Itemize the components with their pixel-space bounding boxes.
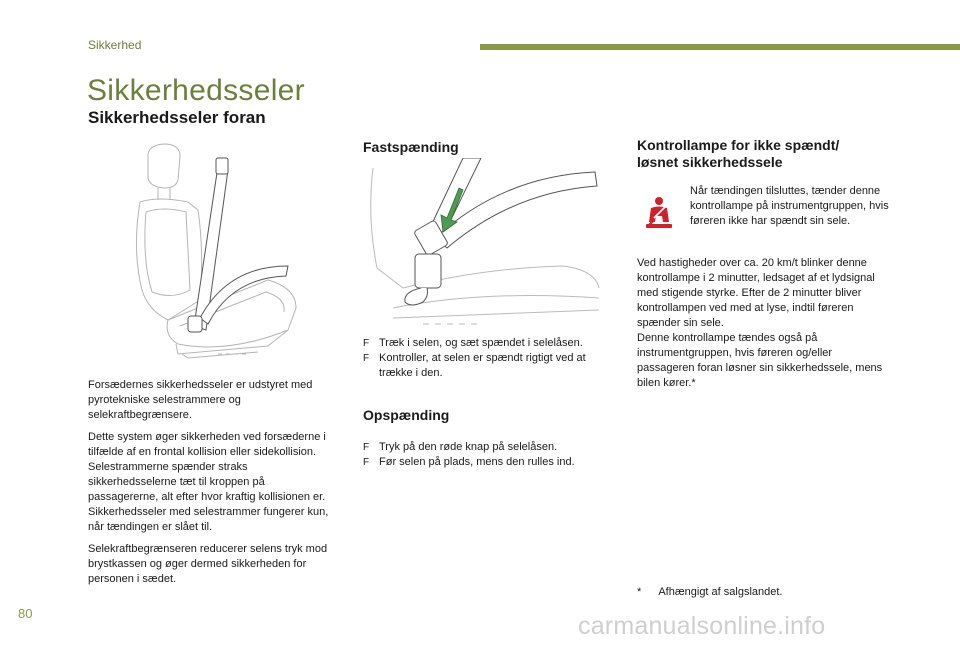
system-paragraph: Dette system øger sikkerheden ved forsæd… — [88, 431, 326, 503]
ignition-paragraph: Sikkerhedsseler med selestrammer fungere… — [88, 506, 329, 533]
footnote: * Afhængigt af salgslandet. — [637, 585, 887, 600]
fasten-step-1: Træk i selen, og sæt spændet i selelåsen… — [363, 336, 613, 351]
section-tab: Sikkerhed — [88, 38, 142, 52]
seat-illustration — [128, 140, 303, 362]
fasten-step-2: Kontroller, at selen er spændt rigtigt v… — [363, 351, 613, 381]
unfasten-step-1: Tryk på den røde knap på selelåsen. — [363, 440, 613, 455]
footnote-text: Afhængigt af salgslandet. — [658, 586, 783, 598]
page-subtitle: Sikkerhedsseler foran — [88, 108, 266, 127]
unfasten-instructions: Tryk på den røde knap på selelåsen. Før … — [363, 440, 613, 470]
page-title: Sikkerhedsseler — [87, 74, 305, 107]
unfasten-step-2: Før selen på plads, mens den rulles ind. — [363, 455, 613, 470]
speed-warning-paragraph: Ved hastigheder over ca. 20 km/t blinker… — [637, 257, 875, 329]
warning-lamp-text: Når tændingen tilsluttes, tænder denne k… — [690, 185, 889, 227]
belt-buckle-illustration — [363, 158, 601, 330]
col1-text: Forsædernes sikkerhedsseler er udstyret … — [88, 378, 338, 587]
fasten-instructions: Træk i selen, og sæt spændet i selelåsen… — [363, 336, 613, 381]
col3-text: Ved hastigheder over ca. 20 km/t blinker… — [637, 256, 887, 391]
page-number: 80 — [18, 606, 33, 621]
header-accent-bar — [480, 44, 960, 50]
limiter-paragraph: Selekraftbegrænseren reducerer selens tr… — [88, 543, 328, 585]
fasten-heading: Fastspænding — [363, 139, 459, 155]
watermark: carmanualsonline.info — [578, 612, 826, 640]
seatbelt-warning-icon — [642, 196, 676, 230]
warning-lamp-heading-line2: løsnet sikkerhedssele — [637, 154, 783, 170]
warning-lamp-heading: Kontrollampe for ikke spændt/ løsnet sik… — [637, 137, 839, 171]
unfasten-heading: Opspænding — [363, 407, 450, 423]
footnote-mark: * — [637, 586, 642, 598]
intro-paragraph: Forsædernes sikkerhedsseler er udstyret … — [88, 379, 313, 421]
unbuckle-warning-paragraph: Denne kontrollampe tændes også på instru… — [637, 332, 883, 389]
warning-lamp-heading-line1: Kontrollampe for ikke spændt/ — [637, 137, 840, 153]
warning-lamp-text-block: Når tændingen tilsluttes, tænder denne k… — [690, 184, 890, 229]
